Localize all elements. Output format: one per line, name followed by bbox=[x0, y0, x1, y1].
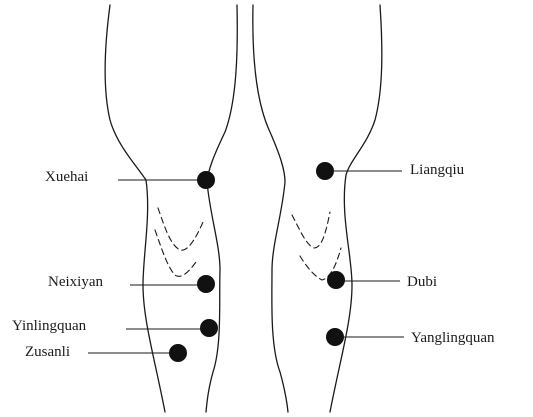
right-leg-outer-contour bbox=[330, 5, 382, 412]
zusanli-label: Zusanli bbox=[25, 344, 70, 360]
yanglingquan-label: Yanglingquan bbox=[411, 330, 495, 346]
right-leg bbox=[253, 5, 382, 412]
xuehai-label: Xuehai bbox=[45, 169, 88, 185]
right-kneecap-outline bbox=[292, 212, 330, 248]
yinlingquan-point bbox=[200, 319, 218, 337]
neixiyan-label: Neixiyan bbox=[48, 274, 103, 290]
dubi-label: Dubi bbox=[407, 274, 437, 290]
left-leg-outer-contour bbox=[105, 5, 165, 412]
neixiyan-point bbox=[197, 275, 215, 293]
left-leg-inner-contour bbox=[206, 5, 237, 412]
dubi-point bbox=[327, 271, 345, 289]
xuehai-point bbox=[197, 171, 215, 189]
left-kneecap-outline bbox=[158, 208, 203, 250]
zusanli-point bbox=[169, 344, 187, 362]
yinlingquan-label: Yinlingquan bbox=[12, 318, 87, 334]
liangqiu-point bbox=[316, 162, 334, 180]
yanglingquan-point bbox=[326, 328, 344, 346]
left-kneecap-lower-outline bbox=[155, 230, 196, 276]
right-leg-inner-contour bbox=[253, 5, 288, 412]
liangqiu-label: Liangqiu bbox=[410, 162, 465, 178]
